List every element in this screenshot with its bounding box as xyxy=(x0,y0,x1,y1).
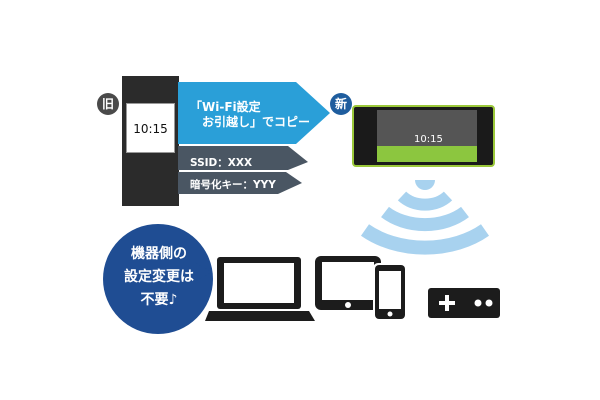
laptop-icon xyxy=(205,257,315,321)
key-bar xyxy=(178,172,302,194)
copy-arrow-shape xyxy=(178,82,330,144)
bubble-line2: 設定変更は xyxy=(124,269,194,285)
bubble-line3: 不要♪ xyxy=(140,292,178,308)
game-controller-icon xyxy=(428,288,500,318)
old-device-badge: 旧 xyxy=(97,93,119,115)
transfer-arrow xyxy=(178,82,330,194)
new-device-badge: 新 xyxy=(330,93,352,115)
old-router-screen: 10:15 xyxy=(126,103,175,153)
bubble-line1: 機器側の xyxy=(131,246,187,262)
copy-label-line2: お引越し」でコピー xyxy=(190,115,311,129)
smartphone-icon xyxy=(373,263,407,321)
ssid-bar xyxy=(178,146,308,170)
new-router-screen-status-bar xyxy=(377,146,477,162)
ssid-label: SSID：XXX xyxy=(190,157,253,169)
wifi-signal-icon xyxy=(360,180,490,255)
tablet-icon xyxy=(315,256,381,310)
copy-label-line1: 「Wi-Fi設定 xyxy=(190,100,261,114)
speech-bubble-text: 機器側の 設定変更は 不要♪ xyxy=(109,243,209,312)
speech-bubble-tail xyxy=(194,262,212,282)
new-router-screen-time: 10:15 xyxy=(414,134,443,145)
encryption-key-label: 暗号化キー：YYY xyxy=(190,179,276,191)
copy-label: 「Wi-Fi設定 お引越し」でコピー xyxy=(190,100,330,130)
